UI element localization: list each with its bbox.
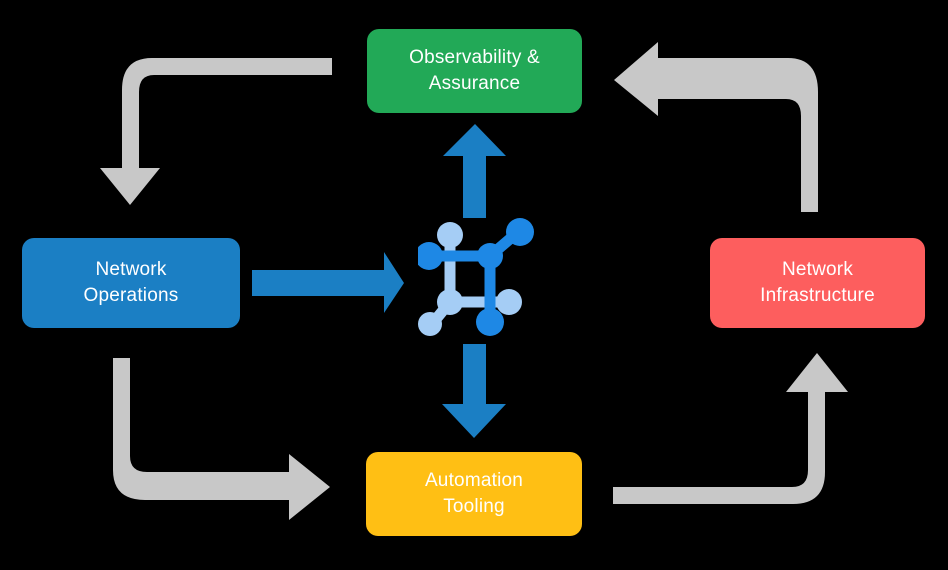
node-network-operations[interactable]: Network Operations — [22, 238, 240, 328]
blue-arrow-hub-to-automation — [442, 344, 506, 438]
blue-arrow-operations-to-hub — [252, 252, 404, 313]
grey-arrow-infrastructure-to-observability — [614, 42, 818, 212]
node-label-automation: Automation Tooling — [424, 470, 524, 517]
grey-arrow-observability-to-operations — [100, 58, 332, 205]
node-network-infrastructure[interactable]: Network Infrastructure — [710, 238, 925, 328]
grey-arrow-automation-to-infrastructure — [613, 353, 848, 504]
node-label-infrastructure: Network Infrastructure — [760, 259, 875, 306]
node-label-observability: Observability & Assurance — [409, 47, 540, 94]
node-label-operations: Network Operations — [83, 259, 179, 306]
topology-light-nodes — [418, 222, 522, 336]
node-automation-tooling[interactable]: Automation Tooling — [366, 452, 582, 536]
topology-dark-nodes — [418, 218, 534, 336]
node-observability-assurance[interactable]: Observability & Assurance — [367, 29, 582, 113]
network-topology-icon — [418, 218, 534, 336]
grey-arrow-operations-to-automation — [113, 358, 330, 520]
blue-arrow-hub-to-observability — [443, 124, 506, 218]
